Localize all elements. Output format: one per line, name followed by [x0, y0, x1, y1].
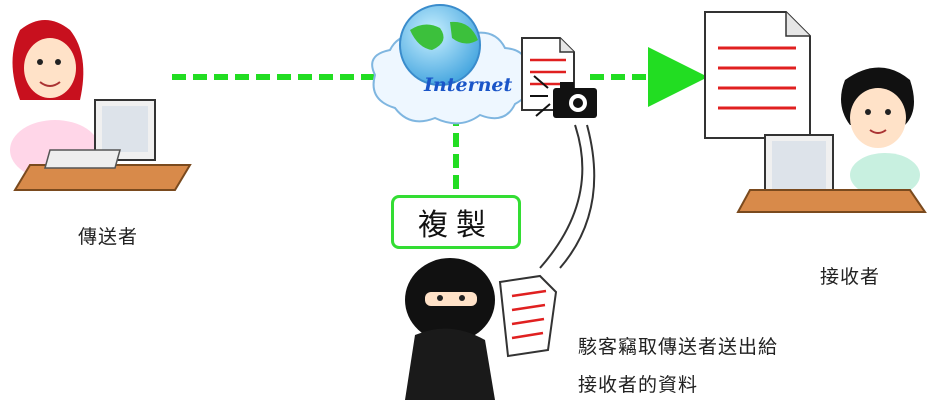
- receiver-label: 接收者: [820, 266, 881, 288]
- sender-label: 傳送者: [78, 226, 139, 248]
- hacker-caption-line1: 駭客竊取傳送者送出給: [578, 336, 779, 358]
- swoosh-line: [539, 124, 584, 269]
- document-icon: [704, 11, 811, 139]
- camera-icon: [553, 82, 597, 118]
- flash-lines: [530, 75, 551, 117]
- receiver-person-icon: [736, 67, 927, 213]
- globe-icon: [399, 4, 481, 86]
- hacker-icon: [405, 258, 558, 400]
- hacker-caption-line2: 接收者的資料: [578, 374, 699, 396]
- sender-person-icon: [10, 20, 192, 191]
- internet-label: Internet: [424, 74, 513, 96]
- copy-box: 複製: [391, 195, 521, 249]
- swoosh-line: [559, 124, 596, 269]
